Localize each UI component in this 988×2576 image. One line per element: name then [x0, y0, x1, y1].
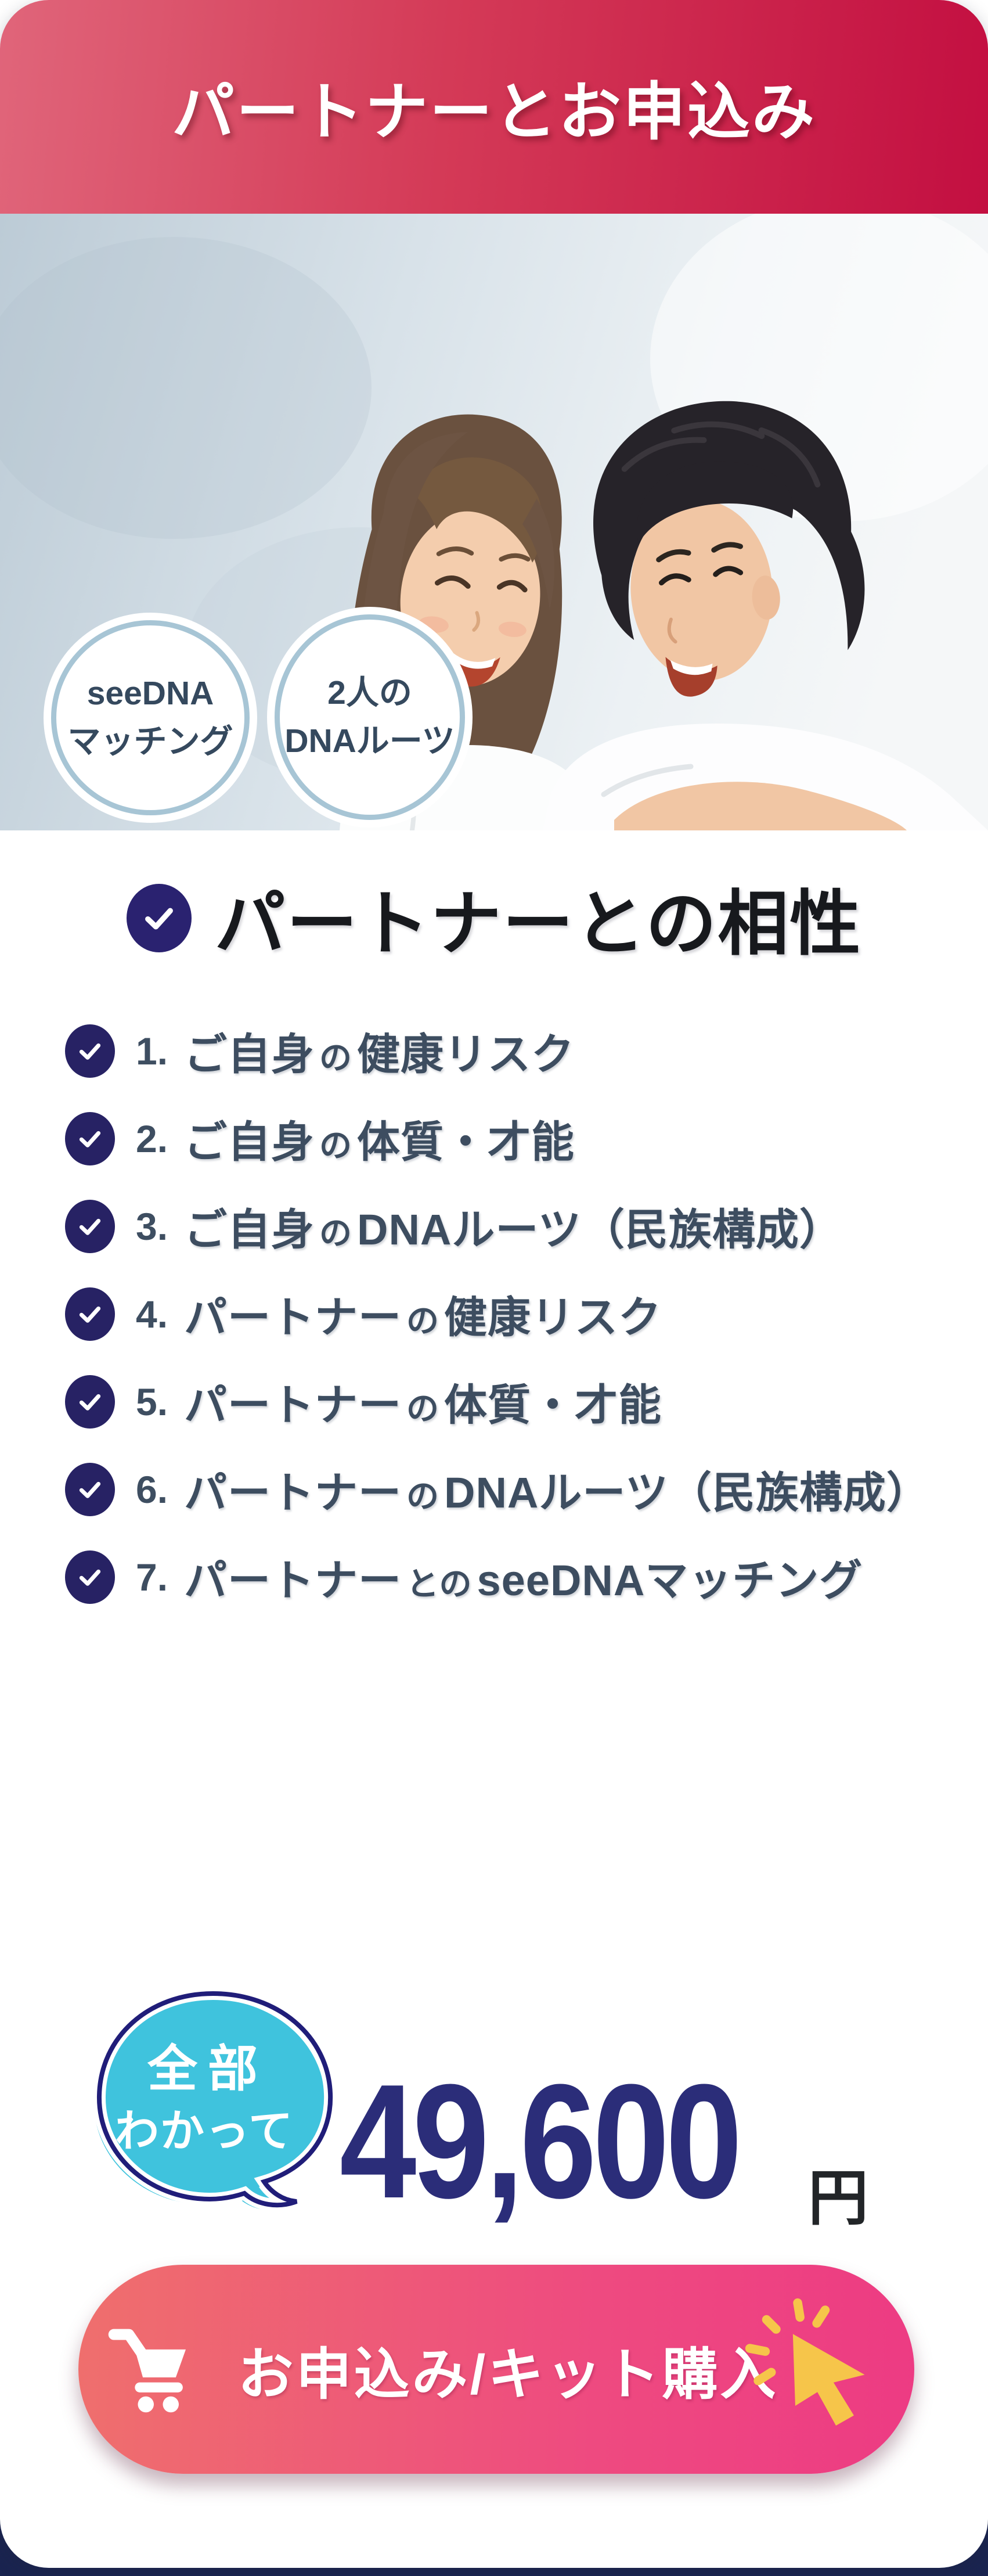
check-circle-icon — [126, 883, 192, 952]
feature-text-part: との — [406, 1566, 473, 1602]
feature-text: ご自身の健康リスク — [184, 1020, 575, 1082]
feature-text-part: パートナー — [184, 1469, 402, 1517]
feature-number: 4. — [136, 1292, 168, 1336]
feature-text-part: の — [319, 1127, 353, 1164]
feature-text-part: の — [406, 1478, 440, 1514]
feature-text-part: DNAルーツ（民族構成） — [444, 1469, 930, 1517]
badge-line: マッチング — [67, 723, 233, 760]
feature-number: 2. — [136, 1117, 168, 1160]
feature-item: 1. ご自身の健康リスク — [65, 1020, 930, 1082]
badge-seedna-matching: seeDNA マッチング — [51, 620, 250, 815]
check-circle-icon — [65, 1375, 115, 1429]
check-circle-icon — [65, 1550, 115, 1604]
bubble-line-2: わかって — [115, 2107, 294, 2156]
feature-number: 6. — [136, 1467, 168, 1511]
check-circle-icon — [65, 1199, 115, 1253]
check-circle-icon — [65, 1287, 115, 1341]
price-speech-bubble: 全部 わかって — [92, 1987, 337, 2212]
man-figure — [593, 401, 865, 697]
feature-text-part: DNAルーツ（民族構成） — [357, 1206, 843, 1254]
badge-line: 2人の — [327, 674, 412, 711]
feature-text-part: 体質・才能 — [444, 1381, 662, 1429]
feature-number: 7. — [136, 1555, 168, 1599]
feature-number: 3. — [136, 1204, 168, 1248]
feature-text-part: 健康リスク — [357, 1030, 575, 1078]
feature-item: 4. パートナーの健康リスク — [65, 1283, 930, 1345]
feature-text-part: の — [319, 1039, 353, 1076]
feature-text-part: seeDNAマッチング — [477, 1556, 863, 1604]
feature-text-part: パートナー — [184, 1556, 402, 1604]
feature-text-part: の — [319, 1215, 353, 1251]
price-amount: 49,600 — [340, 2051, 742, 2232]
feature-text-part: ご自身 — [184, 1206, 315, 1254]
feature-text: ご自身の体質・才能 — [184, 1107, 575, 1170]
feature-text-part: 健康リスク — [444, 1293, 662, 1341]
check-circle-icon — [65, 1024, 115, 1078]
price-block: 全部 わかって 49,600 円 — [0, 1973, 988, 2246]
feature-item: 2. ご自身の体質・才能 — [65, 1107, 930, 1170]
badge-line: seeDNA — [86, 675, 214, 712]
section-title: パートナーとの相性 — [214, 884, 862, 963]
price-unit: 円 — [808, 2165, 869, 2232]
cta-label: お申込み/キット購入 — [237, 2343, 778, 2406]
badge-two-person-dna-roots: 2人の DNAルーツ — [275, 614, 465, 820]
shopping-cart-icon — [108, 2329, 186, 2413]
bubble-line-1: 全部 — [147, 2041, 268, 2097]
check-circle-icon — [65, 1111, 115, 1165]
click-cursor-icon — [745, 2298, 865, 2426]
feature-text: パートナーの健康リスク — [184, 1283, 662, 1345]
feature-text-part: パートナー — [184, 1381, 402, 1429]
section-title-row: パートナーとの相性 — [0, 866, 988, 969]
cta-button[interactable]: お申込み/キット購入 — [78, 2265, 914, 2474]
feature-text-part: ご自身 — [184, 1118, 315, 1166]
feature-text-part: パートナー — [184, 1293, 402, 1341]
feature-text-part: 体質・才能 — [357, 1118, 575, 1166]
check-circle-icon — [65, 1462, 115, 1516]
badge-line: DNAルーツ — [284, 722, 455, 760]
feature-text-part: の — [406, 1303, 440, 1339]
feature-text-part: ご自身 — [184, 1030, 315, 1078]
card-title: パートナーとお申込み — [171, 77, 816, 147]
card-header: パートナーとお申込み — [0, 0, 988, 214]
feature-item: 5. パートナーの体質・才能 — [65, 1370, 930, 1433]
feature-text-part: の — [406, 1390, 440, 1427]
feature-number: 5. — [136, 1380, 168, 1423]
feature-text: パートナーの体質・才能 — [184, 1370, 662, 1433]
feature-number: 1. — [136, 1029, 168, 1073]
